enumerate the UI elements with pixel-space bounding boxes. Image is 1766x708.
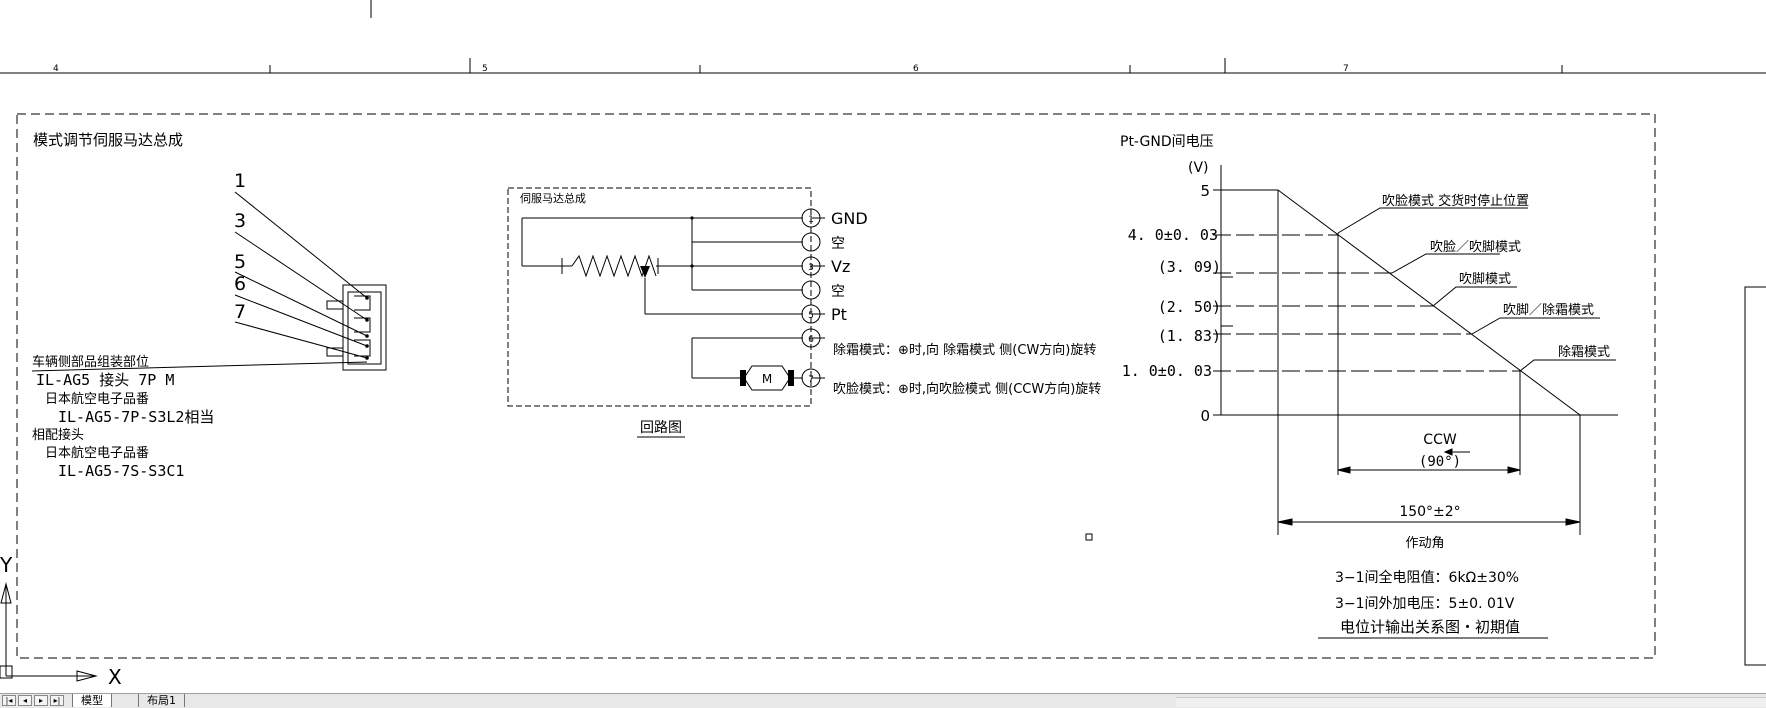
graph-dimension-lines bbox=[1277, 448, 1581, 526]
face-mode-note: 吹脸模式：⊕时,向吹脸模式 侧(CCW方向)旋转 bbox=[833, 381, 1101, 397]
circuit-caption: 回路图 bbox=[640, 420, 682, 436]
grip-marker[interactable] bbox=[1085, 533, 1093, 541]
voltage-spec: 3−1间外加电压：5±0. 01V bbox=[1335, 596, 1515, 612]
connector-part: IL-AG5 接头 7P M bbox=[36, 371, 174, 389]
servo-box-label: 伺服马达总成 bbox=[520, 191, 586, 205]
graph-caption: 电位计输出关系图・初期值 bbox=[1340, 618, 1520, 636]
annotation-defrost: 除霜模式 bbox=[1558, 345, 1610, 360]
annotation-face-stop: 吹脸模式 交货时停止位置 bbox=[1382, 193, 1529, 209]
pin-3-number: 3 bbox=[808, 263, 814, 273]
ccw-angle: (90°) bbox=[1419, 454, 1461, 470]
ucs-x-label: X bbox=[108, 665, 122, 689]
side-frame bbox=[1744, 286, 1766, 666]
annotation-face-foot: 吹脸／吹脚模式 bbox=[1430, 239, 1521, 255]
circuit-drawing bbox=[507, 187, 825, 407]
y-label-1-83: (1. 83) bbox=[1158, 327, 1221, 345]
pin-label-pt: Pt bbox=[831, 305, 847, 324]
maker-label-1: 日本航空电子品番 bbox=[45, 391, 149, 407]
top-ruler bbox=[0, 0, 1766, 74]
ucs-y-label: Y bbox=[0, 553, 13, 577]
y-axis-unit: (V) bbox=[1188, 160, 1209, 176]
tab-first-button[interactable]: |◂ bbox=[2, 695, 16, 706]
connector-title: 模式调节伺服马达总成 bbox=[33, 131, 183, 149]
defrost-mode-note: 除霜模式：⊕时,向 除霜模式 侧(CW方向)旋转 bbox=[833, 342, 1096, 358]
ruler-number-7: 7 bbox=[1343, 64, 1349, 74]
pin-6-number: 6 bbox=[808, 335, 814, 345]
mating-connector-label: 相配接头 bbox=[32, 427, 84, 443]
pin-number-5: 5 bbox=[234, 251, 246, 273]
y-label-1-0: 1. 0±0. 03 bbox=[1122, 362, 1212, 380]
graph-leaders bbox=[1337, 207, 1616, 372]
y-label-5: 5 bbox=[1200, 182, 1210, 200]
angle-label: 作动角 bbox=[1405, 536, 1444, 551]
range-label: 150°±2° bbox=[1399, 504, 1460, 520]
graph-title: Pt-GND间电压 bbox=[1120, 134, 1214, 150]
part-number-2: IL-AG5-7S-S3C1 bbox=[58, 462, 184, 480]
pin-label-empty-4: 空 bbox=[831, 284, 845, 300]
annotation-foot-defrost: 吹脚／除霜模式 bbox=[1503, 302, 1594, 318]
connector-drawing bbox=[31, 191, 387, 372]
resistance-spec: 3−1间全电阻值：6kΩ±30% bbox=[1335, 569, 1519, 586]
tab-last-button[interactable]: ▸| bbox=[50, 695, 64, 706]
y-label-0: 0 bbox=[1200, 407, 1210, 425]
pin-5-number: 5 bbox=[808, 311, 814, 321]
tab-model[interactable]: 模型 bbox=[72, 694, 112, 707]
pin-number-3: 3 bbox=[234, 210, 246, 232]
y-label-3-09: (3. 09) bbox=[1158, 258, 1221, 276]
vehicle-side-label: 车辆侧部品组装部位 bbox=[32, 354, 149, 370]
layout-tab-bar: |◂ ◂ ▸ ▸| 模型 布局1 bbox=[0, 693, 1766, 708]
drawing-frame bbox=[16, 113, 1656, 659]
annotation-foot: 吹脚模式 bbox=[1459, 271, 1511, 287]
graph-guide-lines bbox=[1213, 234, 1520, 372]
ruler-number-6: 6 bbox=[913, 64, 919, 74]
pin-number-1: 1 bbox=[234, 170, 246, 192]
connector-pin-dots bbox=[365, 296, 369, 360]
motor-label: M bbox=[762, 372, 772, 386]
pin-label-vz: Vz bbox=[831, 257, 850, 276]
ruler-number-5: 5 bbox=[482, 64, 488, 74]
y-label-4-0: 4. 0±0. 03 bbox=[1128, 226, 1218, 244]
tab-prev-button[interactable]: ◂ bbox=[18, 695, 32, 706]
tab-next-button[interactable]: ▸ bbox=[34, 695, 48, 706]
pin-label-empty-2: 空 bbox=[831, 236, 845, 252]
pin-number-7: 7 bbox=[234, 301, 246, 323]
pin-7-number: 7 bbox=[808, 375, 814, 385]
maker-label-2: 日本航空电子品番 bbox=[45, 445, 149, 461]
pin-label-gnd: GND bbox=[831, 209, 868, 228]
tab-layout1[interactable]: 布局1 bbox=[138, 694, 185, 707]
ucs-icon bbox=[0, 582, 98, 682]
circuit-details bbox=[640, 216, 794, 386]
ruler-number-4: 4 bbox=[53, 64, 59, 74]
ccw-label: CCW bbox=[1423, 432, 1457, 448]
pin-number-6: 6 bbox=[234, 273, 246, 295]
pin-1-number: 1 bbox=[808, 215, 814, 225]
horizontal-scrollbar[interactable] bbox=[1176, 697, 1766, 707]
part-number-1: IL-AG5-7P-S3L2相当 bbox=[58, 408, 214, 426]
y-label-2-50: (2. 50) bbox=[1158, 298, 1221, 316]
